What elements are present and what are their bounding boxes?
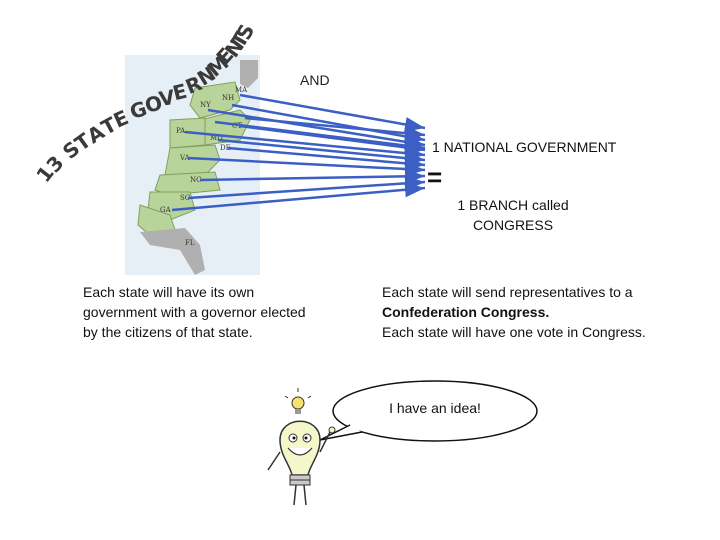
small-lightbulb-icon [284, 388, 312, 414]
florida-region [140, 228, 205, 275]
arrow-va [187, 156, 426, 177]
state-arrows [171, 93, 426, 212]
arrow-de [227, 146, 426, 171]
arrow-ri [244, 116, 426, 141]
branch-line-1: 1 BRANCH called [457, 197, 569, 213]
state-label-sc: SC [180, 194, 190, 202]
arrow-nh [231, 103, 426, 144]
arrow-ga [171, 182, 426, 212]
state-label-pa: PA [176, 127, 186, 135]
speech-bubble-text: I have an idea! [389, 400, 481, 416]
state-label-nc: NC [190, 176, 201, 184]
state-label-nh: NH [222, 94, 234, 102]
state-label-ma: MA [235, 86, 248, 94]
state-label-md: MD [210, 134, 223, 142]
congress-text-1: Each state will send representatives to … [382, 284, 633, 300]
state-governments-title: 1 3 S T A T E G O V E R N M E N T S [30, 20, 259, 200]
congress-description: Each state will send representatives to … [382, 282, 702, 342]
arrow-nj [214, 120, 426, 153]
congress-text-bold: Confederation Congress. [382, 304, 550, 320]
arrow-nc [199, 168, 426, 184]
and-label: AND [300, 72, 330, 88]
arrow-md [217, 138, 426, 166]
state-government-description: Each state will have its own government … [83, 284, 306, 340]
congress-text-2: Each state will have one vote in Congres… [382, 324, 646, 340]
state-label-ga: GA [160, 206, 172, 214]
lightbulb-character-icon [267, 420, 336, 506]
arrow-ny [207, 108, 426, 150]
arrow-ma [239, 93, 426, 132]
state-label-fl: FL [185, 239, 195, 247]
maine-region [240, 60, 258, 88]
speech-bubble [319, 380, 538, 442]
equals-sign: = [427, 162, 443, 192]
arrow-pa [184, 130, 426, 161]
national-government-label: 1 NATIONAL GOVERNMENT [432, 139, 617, 155]
state-label-va: VA [179, 154, 191, 162]
arrow-sc [187, 175, 426, 200]
state-label-de: DE [220, 144, 231, 152]
colonies-map: MA NY NH PA CT MD DE VA NC SC GA FL [125, 55, 260, 275]
state-label-ny: NY [200, 101, 211, 109]
branch-label: 1 BRANCH called CONGRESS [443, 195, 583, 235]
branch-line-2: CONGRESS [472, 217, 554, 233]
